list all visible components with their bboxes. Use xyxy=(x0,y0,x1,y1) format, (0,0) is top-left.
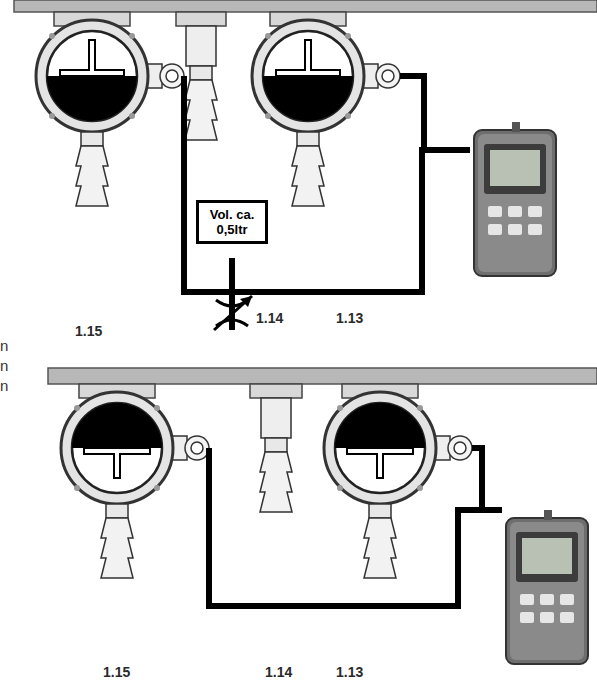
volume-box: Vol. ca. 0,5ltr xyxy=(196,200,268,244)
callout-number: 1.14 xyxy=(265,664,292,680)
callout-number: 1.13 xyxy=(336,664,363,680)
cut-text: n xyxy=(0,378,8,394)
cut-text: n xyxy=(0,358,8,374)
callout-number: 1.15 xyxy=(75,323,102,339)
volume-text: Vol. ca. 0,5ltr xyxy=(202,207,262,237)
callout-number: 1.13 xyxy=(336,310,363,326)
callout-number: 1.15 xyxy=(103,664,130,680)
cut-text: n xyxy=(0,338,8,354)
callout-number: 1.14 xyxy=(256,310,283,326)
